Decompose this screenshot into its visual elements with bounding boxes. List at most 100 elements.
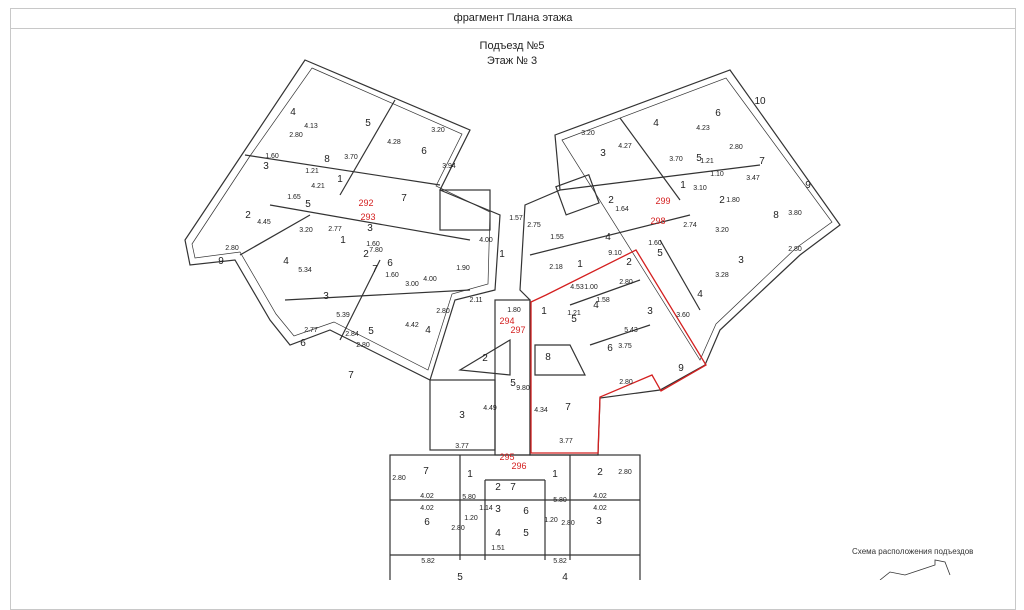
dimension-label: 1.60: [648, 240, 662, 247]
dimension-label: 5.82: [421, 558, 435, 565]
dimension-label: 3.77: [559, 438, 573, 445]
dimension-label: 5.80: [553, 497, 567, 504]
room-number: 2: [597, 467, 603, 478]
room-number: 2: [363, 249, 369, 260]
dimension-label: 1.55: [550, 234, 564, 241]
stairwell: [439, 189, 491, 231]
room-number: 6: [523, 506, 529, 517]
apartment-number[interactable]: 299: [655, 196, 670, 206]
dimension-label: 7.80: [369, 247, 383, 254]
room-number: 4: [495, 528, 501, 539]
room-number: 4: [290, 107, 296, 118]
room-number: 6: [300, 338, 306, 349]
dimension-label: 4.00: [479, 237, 493, 244]
dimension-label: 3.28: [715, 272, 729, 279]
apartment-number[interactable]: 297: [510, 325, 525, 335]
dimension-label: 3.47: [746, 175, 760, 182]
apartment-number[interactable]: 298: [650, 216, 665, 226]
room-number: 10: [754, 96, 766, 107]
dimension-label: 1.80: [726, 197, 740, 204]
room-number: 2: [719, 195, 725, 206]
highlighted-apartment-outline[interactable]: [530, 249, 707, 454]
dimension-label: 1.00: [584, 284, 598, 291]
room-number: 5: [457, 572, 463, 580]
room-number: 7: [348, 370, 354, 381]
dimension-label: 3.00: [405, 281, 419, 288]
room-number: 8: [324, 154, 330, 165]
room-number: 8: [545, 352, 551, 363]
dimension-label: 1.10: [710, 171, 724, 178]
room-number: 6: [387, 258, 393, 269]
dimension-label: 2.80: [561, 520, 575, 527]
room-number: 7: [565, 402, 571, 413]
dimension-label: 3.77: [455, 443, 469, 450]
dimension-label: 1.21: [700, 158, 714, 165]
room-number: 1: [577, 259, 583, 270]
room-number: 7: [401, 193, 407, 204]
dimension-label: 3.80: [788, 210, 802, 217]
room-number: 6: [715, 108, 721, 119]
room-number: 3: [495, 504, 501, 515]
dimension-label: 2.80: [619, 379, 633, 386]
dimension-label: 1.60: [265, 153, 279, 160]
room-number: 5: [305, 199, 311, 210]
room-number: 1: [340, 235, 346, 246]
dimension-label: 1.51: [491, 545, 505, 552]
dimension-label: 4.13: [304, 123, 318, 130]
dimension-label: 3.20: [715, 227, 729, 234]
room-number: 2: [245, 210, 251, 221]
dimension-label: 2.80: [788, 246, 802, 253]
scheme-title: Схема расположения подъездов: [852, 547, 974, 556]
dimension-label: 2.74: [683, 222, 697, 229]
dimension-label: 2.77: [304, 327, 318, 334]
dimension-label: 2.11: [469, 297, 482, 304]
room-number: 7: [510, 482, 516, 493]
dimension-label: 2.80: [729, 144, 743, 151]
room-number: 9: [678, 363, 684, 374]
dimension-label: 2.80: [392, 475, 406, 482]
room-number: 3: [596, 516, 602, 527]
room-number: 1: [680, 180, 686, 191]
apartment-number[interactable]: 294: [499, 316, 514, 326]
apartment-number[interactable]: 296: [511, 461, 526, 471]
dimension-label: 3.94: [442, 163, 456, 170]
right-wing-outline: [519, 69, 841, 456]
room-number: 3: [600, 148, 606, 159]
dimension-label: 4.45: [257, 219, 271, 226]
floor-label: Этаж № 3: [486, 55, 538, 67]
room-number: 3: [738, 255, 744, 266]
room-number: 5: [365, 118, 371, 129]
dimension-label: 5.39: [336, 312, 350, 319]
room-number: 3: [647, 306, 653, 317]
room-number: 1: [467, 469, 473, 480]
dimension-label: 5.43: [624, 327, 638, 334]
room-number: 5: [523, 528, 529, 539]
dimension-label: 1.21: [305, 168, 319, 175]
room-number: 6: [424, 517, 430, 528]
dimension-label: 2.18: [549, 264, 563, 271]
room-number: 8: [773, 210, 779, 221]
dimension-label: 2.80: [436, 308, 450, 315]
room-number: 5: [510, 378, 516, 389]
dimension-label: 2.80: [618, 469, 632, 476]
dimension-label: 1.64: [615, 206, 629, 213]
room-number: 7: [759, 156, 765, 167]
dimension-label: 4.02: [593, 493, 607, 500]
apartment-number[interactable]: 293: [360, 212, 375, 222]
dimension-label: 5.82: [553, 558, 567, 565]
dimension-label: 4.49: [483, 405, 497, 412]
apartment-number[interactable]: 292: [358, 198, 373, 208]
dimension-label: 4.00: [423, 276, 437, 283]
apartment-number[interactable]: 295: [499, 452, 514, 462]
dimension-label: 2.80: [356, 342, 370, 349]
entrance-scheme-map: [879, 559, 951, 580]
room-number: 4: [283, 256, 289, 267]
dimension-label: 4.34: [534, 407, 548, 414]
room-number: 9: [218, 256, 224, 267]
dimension-label: 5.80: [462, 494, 476, 501]
dimension-label: 5.34: [298, 267, 312, 274]
room-number: 7: [372, 264, 378, 275]
dimension-label: 1.20: [544, 517, 558, 524]
